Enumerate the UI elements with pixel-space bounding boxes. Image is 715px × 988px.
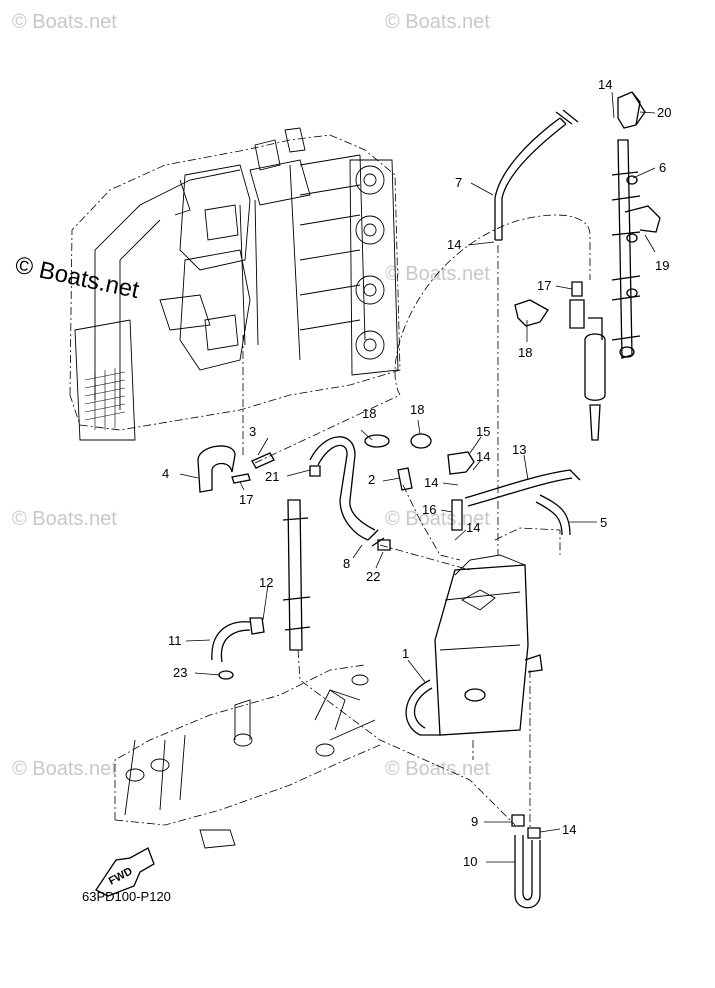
watermark-text-primary: © Boats.net <box>13 251 142 304</box>
part-20-clip <box>624 205 661 233</box>
part-17-fitting-lower <box>231 473 251 484</box>
watermark-text: © Boats.net <box>385 508 490 530</box>
callout-4: 4 <box>162 466 169 481</box>
part-22-cap-lower <box>377 539 391 551</box>
part-18-clamp <box>410 433 432 449</box>
watermark-text: © Boats.net <box>12 11 117 33</box>
watermark-text: © Boats.net <box>12 758 117 780</box>
callout-9: 9 <box>471 814 478 829</box>
callout-16: 16 <box>422 502 436 517</box>
callout-23: 23 <box>173 665 187 680</box>
engine-block-illustration <box>69 127 401 441</box>
part-4-elbow-hose <box>197 445 236 493</box>
watermark-text: © Boats.net <box>12 508 117 530</box>
fuel-system-parts <box>197 91 661 909</box>
callout-18: 18 <box>410 402 424 417</box>
lower-cowling-illustration <box>114 664 381 849</box>
pressure-regulator <box>282 499 311 651</box>
part-17-fitting-upper <box>569 281 585 329</box>
callout-18: 18 <box>362 406 376 421</box>
callout-7: 7 <box>455 175 462 190</box>
part-22-cap-upper <box>309 465 321 477</box>
diagram-code: 63PD100-P120 <box>82 889 171 904</box>
part-12-fitting <box>249 617 265 635</box>
callout-14: 14 <box>424 475 438 490</box>
callout-1: 1 <box>402 646 409 661</box>
callout-15: 15 <box>476 424 490 439</box>
part-3-hose <box>251 452 275 469</box>
watermark-text: © Boats.net <box>385 758 490 780</box>
part-21-elbow-fitting <box>617 91 646 129</box>
part-11-hose <box>211 621 251 663</box>
callout-14: 14 <box>598 77 612 92</box>
callout-13: 13 <box>512 442 526 457</box>
callout-6: 6 <box>659 160 666 175</box>
callout-14: 14 <box>447 237 461 252</box>
fuel-filter <box>584 317 606 441</box>
part-19-bracket <box>514 299 549 327</box>
callout-2: 2 <box>368 472 375 487</box>
part-15-fitting <box>447 451 475 475</box>
callout-22: 22 <box>366 569 380 584</box>
callout-14: 14 <box>466 520 480 535</box>
callout-19: 18 <box>518 345 532 360</box>
connection-lines <box>242 214 591 830</box>
watermark-group: © Boats.net © Boats.net © Boats.net © Bo… <box>12 11 490 780</box>
callout-20: 19 <box>655 258 669 273</box>
callout-14: 14 <box>476 449 490 464</box>
callout-11: 11 <box>168 633 182 648</box>
part-5-hose <box>535 494 571 536</box>
part-2-fitting <box>397 467 413 491</box>
callout-leader-lines <box>179 91 656 863</box>
part-1-hose <box>405 679 440 736</box>
part-8-hose <box>309 436 376 541</box>
callout-labels: 14 20 6 7 14 19 17 18 18 18 15 13 14 3 4… <box>162 77 671 869</box>
callout-21: 20 <box>657 105 671 120</box>
callout-17: 17 <box>537 278 551 293</box>
part-6-fuel-rail <box>611 139 641 359</box>
callout-22: 21 <box>265 469 279 484</box>
callout-14: 14 <box>562 822 576 837</box>
part-23-clip <box>218 670 234 680</box>
part-10-hose <box>514 835 541 909</box>
callout-8: 8 <box>343 556 350 571</box>
part-7-hose <box>494 117 567 240</box>
part-16-hose <box>451 499 463 531</box>
callout-12: 12 <box>259 575 273 590</box>
callout-17: 17 <box>239 492 253 507</box>
callout-5: 5 <box>600 515 607 530</box>
callout-10: 10 <box>463 854 477 869</box>
part-7-hose-end <box>555 109 579 125</box>
part-13-hose <box>464 469 581 507</box>
callout-3: 3 <box>249 424 256 439</box>
part-18-clamp <box>364 434 390 448</box>
watermark-text: © Boats.net <box>385 11 490 33</box>
